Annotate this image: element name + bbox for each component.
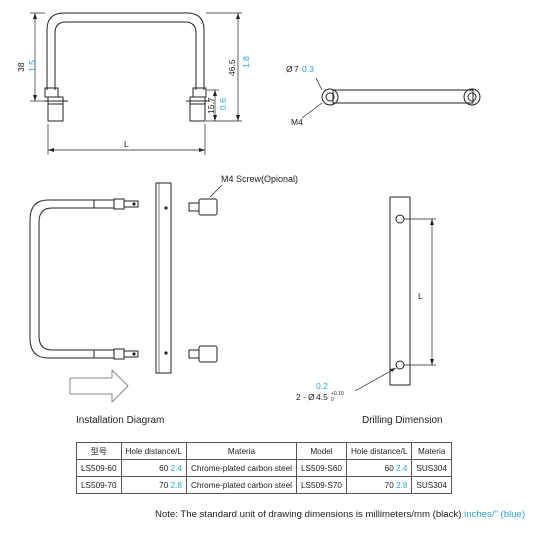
front-view-dimensions bbox=[30, 12, 242, 155]
base-in-label: 0.6 bbox=[218, 98, 228, 110]
front-view-labels: 38 1.5 46.5 1.8 15.7 0.6 L bbox=[16, 56, 251, 149]
screw-label: M4 Screw(Opional) bbox=[221, 174, 298, 184]
thread-label: M4 bbox=[291, 117, 303, 127]
material-cell-2: SUS304 bbox=[411, 459, 452, 477]
hole-distance-cell: 70 2.8 bbox=[120, 476, 187, 494]
table-row: LS509-70 70 2.8 Chrome-plated carbon ste… bbox=[76, 476, 452, 494]
diameter-mm-label: 7 bbox=[294, 64, 299, 74]
drilling-dimensions bbox=[354, 218, 436, 392]
mounting-dots bbox=[132, 202, 168, 356]
material-cell-2: SUS304 bbox=[411, 476, 452, 494]
header-material: Materia bbox=[185, 442, 298, 460]
screw-top bbox=[188, 198, 218, 216]
material-cell: Chrome-plated carbon steel bbox=[185, 476, 298, 494]
hole-tol-lower: 0 bbox=[331, 397, 334, 403]
material-cell: Chrome-plated carbon steel bbox=[185, 459, 298, 477]
header-hole-distance: Hole distance/L bbox=[120, 442, 187, 460]
drilling-caption: Drilling Dimension bbox=[362, 415, 443, 426]
height-mm-label: 38 bbox=[16, 62, 26, 72]
total-height-in-label: 1.8 bbox=[241, 56, 251, 68]
installation-caption: Installation Diagram bbox=[76, 415, 165, 426]
direction-arrow bbox=[69, 369, 129, 403]
header-material-2: Materia bbox=[411, 442, 452, 460]
spec-table: 型号 Hole distance/L Materia Model Hole di… bbox=[76, 442, 452, 494]
side-view-labels: Ø 7 0.3 M4 bbox=[286, 64, 314, 127]
units-note: Note: The standard unit of drawing dimen… bbox=[155, 509, 526, 520]
technical-drawing: 38 1.5 46.5 1.8 15.7 0.6 L Ø 7 0.3 M4 M4… bbox=[16, 12, 481, 403]
model-cell-2: LS509-S70 bbox=[296, 476, 347, 494]
drilling-length-label: L bbox=[418, 291, 423, 301]
diameter-in-label: 0.3 bbox=[302, 64, 314, 74]
model-cell-2: LS509-S60 bbox=[296, 459, 347, 477]
header-hole-distance-2: Hole distance/L bbox=[345, 442, 413, 460]
table-header-row: 型号 Hole distance/L Materia Model Hole di… bbox=[76, 442, 452, 460]
hole-prefix-label: 2 - bbox=[296, 392, 306, 402]
door-panel bbox=[155, 182, 172, 374]
drilling-labels: L 0.2 2 - Ø 4.5 +0.10 0 bbox=[296, 291, 423, 403]
base-mm-label: 15.7 bbox=[206, 97, 216, 114]
length-label: L bbox=[124, 139, 129, 149]
hole-diameter-symbol: Ø bbox=[308, 392, 315, 402]
diameter-symbol: Ø bbox=[286, 64, 293, 74]
drilling-panel bbox=[389, 196, 411, 386]
side-view-handle bbox=[301, 77, 481, 119]
hole-distance-cell-2: 70 2.8 bbox=[345, 476, 413, 494]
model-cell: LS509-60 bbox=[76, 459, 122, 477]
installation-handle bbox=[29, 198, 139, 360]
screw-bottom bbox=[188, 345, 218, 363]
hole-tolerance-label: 0.2 bbox=[316, 381, 328, 391]
table-row: LS509-60 60 2.4 Chrome-plated carbon ste… bbox=[76, 459, 452, 477]
header-model-cn: 型号 bbox=[76, 442, 122, 460]
model-cell: LS509-70 bbox=[76, 476, 122, 494]
height-in-label: 1.5 bbox=[27, 60, 37, 72]
hole-distance-cell: 60 2.4 bbox=[120, 459, 187, 477]
hole-tol-upper: +0.10 bbox=[331, 391, 344, 397]
front-view-handle bbox=[44, 12, 210, 122]
header-model: Model bbox=[296, 442, 347, 460]
total-height-mm-label: 46.5 bbox=[227, 59, 237, 76]
dimension-arrowheads bbox=[33, 13, 434, 372]
hole-diameter-label: 4.5 bbox=[316, 392, 328, 402]
hole-distance-cell-2: 60 2.4 bbox=[345, 459, 413, 477]
